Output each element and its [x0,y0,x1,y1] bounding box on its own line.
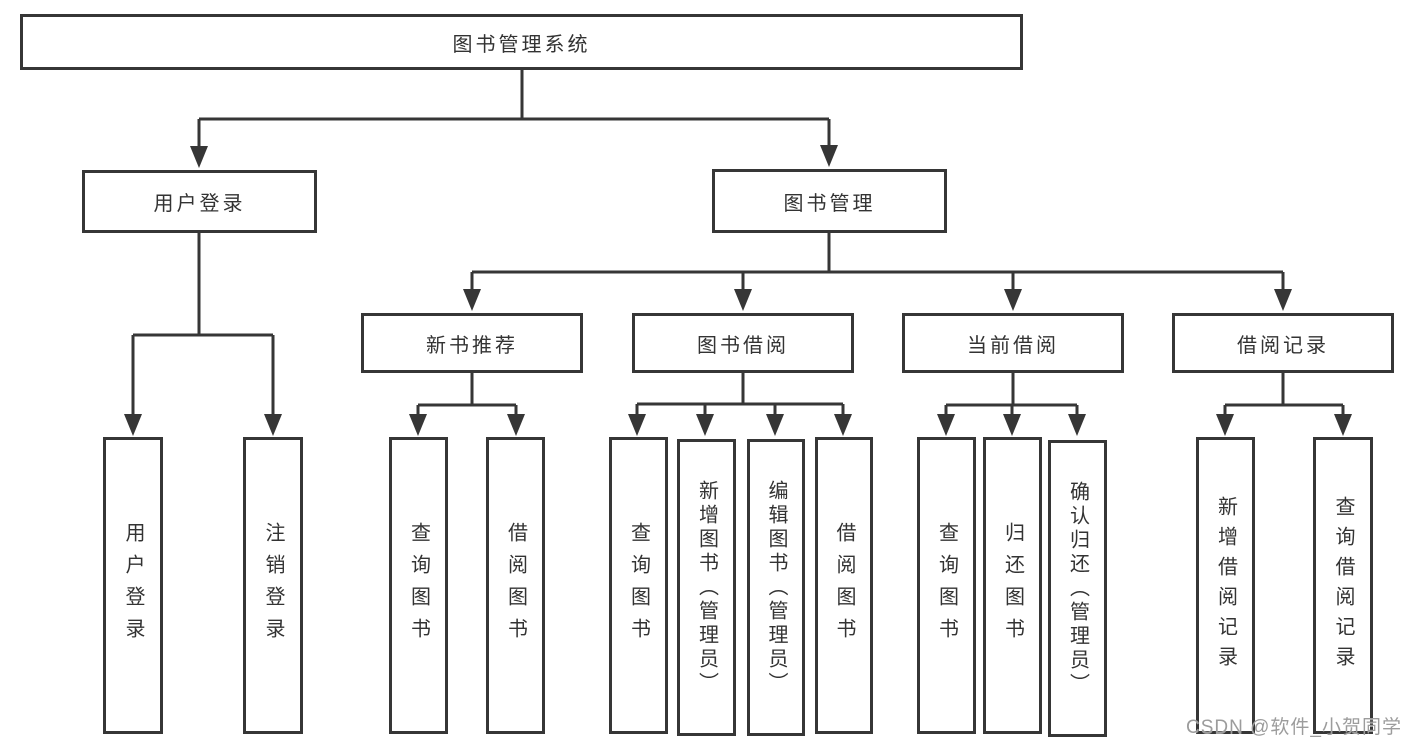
leaf-label: 归还图书 [1001,521,1024,650]
arrowheads [124,145,1352,436]
leaf-label: 用户登录 [122,521,144,650]
leaf-query-books: 查询图书 [389,437,448,734]
leaf-label: 确认归还（管理员） [1066,480,1089,697]
leaf-label: 借阅图书 [833,521,855,650]
leaf-user-login: 用户登录 [103,437,163,734]
leaf-label: 查询借阅记录 [1332,495,1354,676]
node-current-borrow: 当前借阅 [902,313,1124,373]
node-label: 新书推荐 [426,334,518,357]
watermark: CSDN @软件_小贺同学 [1186,717,1402,738]
node-new-book-recommend: 新书推荐 [361,313,583,373]
leaf-label: 新增图书（管理员） [695,479,718,696]
leaf-label: 注销登录 [262,521,284,650]
node-label: 图书管理 [783,192,876,215]
leaf-logout: 注销登录 [243,437,303,734]
leaf-query-books: 查询图书 [609,437,668,734]
leaf-borrow-books: 借阅图书 [815,437,873,734]
leaf-label: 编辑图书（管理员） [765,479,787,696]
node-borrow-records: 借阅记录 [1172,313,1394,373]
node-library-management-system: 图书管理系统 [20,14,1023,70]
leaf-borrow-books: 借阅图书 [486,437,545,734]
leaf-label: 查询图书 [935,521,958,650]
leaf-confirm-return-admin: 确认归还（管理员） [1048,440,1107,737]
leaf-add-books-admin: 新增图书（管理员） [677,439,736,736]
node-label: 图书借阅 [697,334,789,357]
node-label: 借阅记录 [1237,334,1329,357]
leaf-add-borrow-record: 新增借阅记录 [1196,437,1255,734]
leaf-label: 借阅图书 [504,521,527,650]
node-label: 用户登录 [153,193,246,215]
node-user-login: 用户登录 [82,170,317,233]
leaf-label: 新增借阅记录 [1214,495,1237,676]
leaf-query-books: 查询图书 [917,437,976,734]
leaf-query-borrow-record: 查询借阅记录 [1313,437,1373,734]
leaf-edit-books-admin: 编辑图书（管理员） [747,439,805,736]
leaf-label: 查询图书 [627,521,650,650]
leaf-label: 查询图书 [407,521,430,650]
node-label: 图书管理系统 [452,33,591,56]
leaf-return-books: 归还图书 [983,437,1042,734]
node-book-borrow: 图书借阅 [632,313,854,373]
node-label: 当前借阅 [967,334,1059,357]
node-book-management: 图书管理 [712,169,947,233]
